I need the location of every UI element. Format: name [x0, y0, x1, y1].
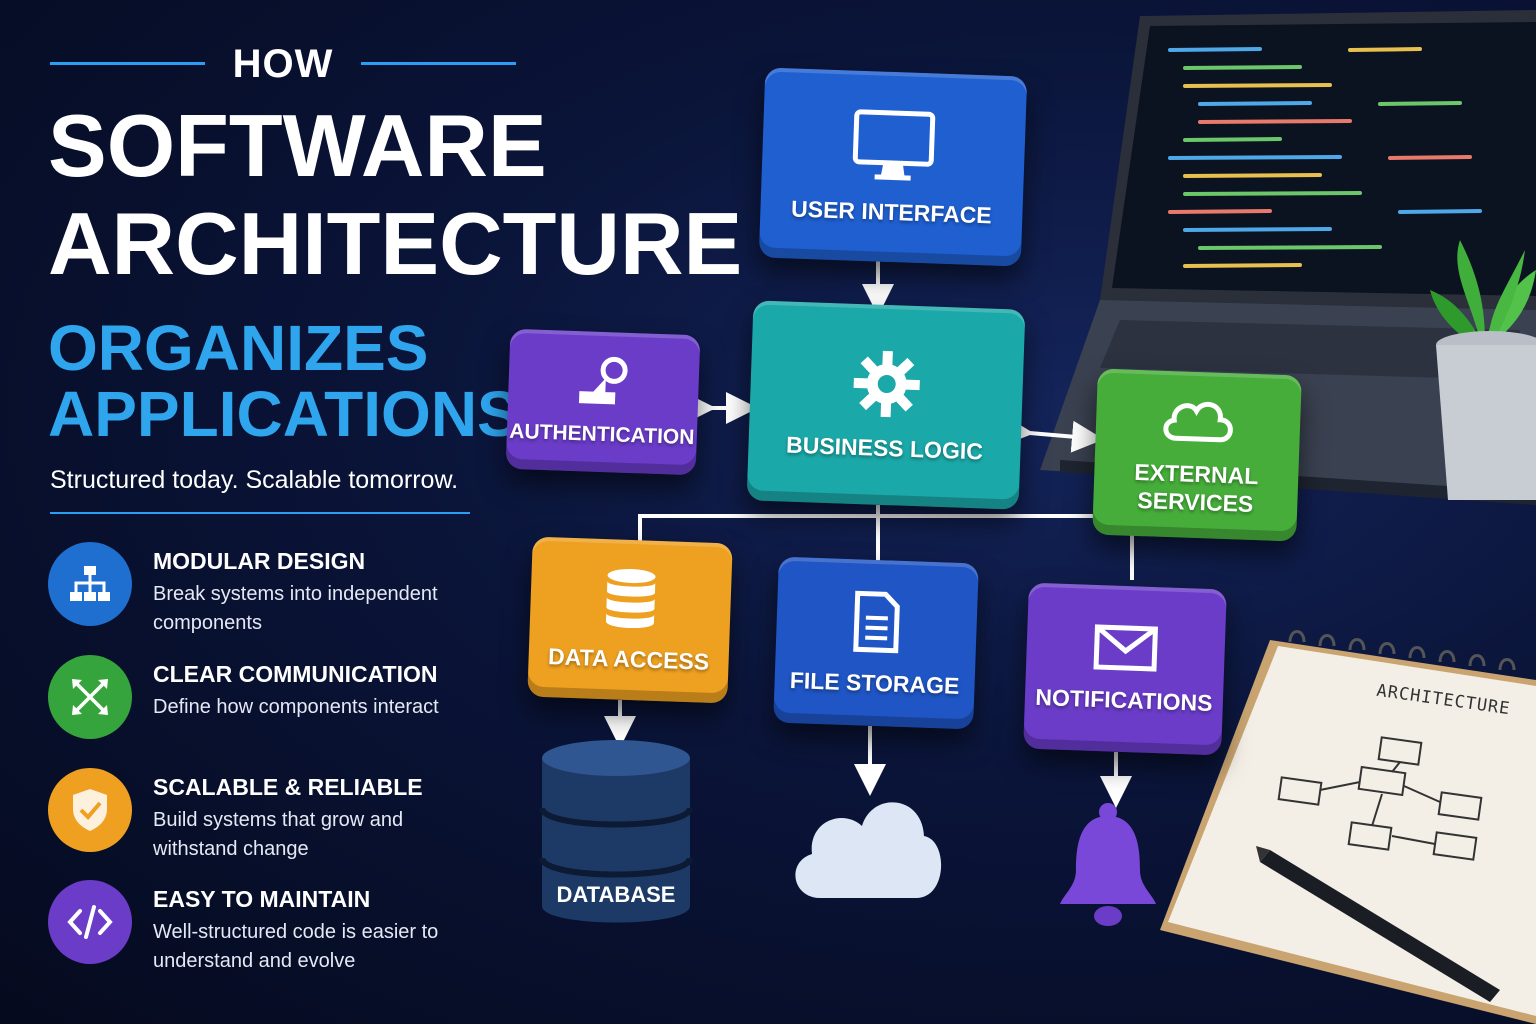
authentication-label: AUTHENTICATION [508, 419, 695, 449]
authentication-box: AUTHENTICATION [505, 328, 701, 476]
gear-icon [850, 347, 923, 424]
feature-scalable-reliable: SCALABLE & RELIABLE Build systems that g… [48, 768, 478, 868]
title-line-2: ARCHITECTURE [48, 194, 743, 293]
hierarchy-icon [48, 542, 132, 626]
monitor-icon [850, 107, 937, 189]
feature-clear-communication: CLEAR COMMUNICATION Define how component… [48, 655, 478, 755]
arrows-cross-icon [48, 655, 132, 739]
external-services-label-2: SERVICES [1137, 486, 1254, 517]
external-services-box: EXTERNAL SERVICES [1092, 368, 1302, 542]
how-heading-row: HOW [50, 42, 516, 86]
plant-illustration [1430, 240, 1536, 500]
user-interface-label: USER INTERFACE [790, 194, 993, 228]
notebook-illustration [1160, 630, 1536, 1024]
document-icon [851, 589, 901, 660]
feature-description: Build systems that grow and withstand ch… [153, 809, 404, 860]
feature-description: Define how components interact [153, 696, 439, 718]
database-icon [604, 567, 658, 636]
user-key-icon [575, 355, 633, 412]
business-logic-label: BUSINESS LOGIC [785, 431, 984, 464]
storage-cloud-icon [795, 802, 942, 898]
file-storage-box: FILE STORAGE [773, 556, 979, 730]
title-line-1: SOFTWARE [48, 96, 547, 195]
data-access-label: DATA ACCESS [547, 642, 710, 675]
feature-title: CLEAR COMMUNICATION [153, 661, 438, 687]
file-storage-label: FILE STORAGE [789, 666, 960, 699]
database-label: DATABASE [556, 882, 676, 907]
database-cylinder [539, 740, 693, 923]
notifications-box: NOTIFICATIONS [1023, 582, 1227, 756]
feature-description: Well-structured code is easier to unders… [153, 921, 439, 972]
subtitle-line-1: ORGANIZES [48, 312, 429, 384]
code-icon [48, 880, 132, 964]
feature-title: SCALABLE & RELIABLE [153, 774, 423, 800]
how-divider-left [50, 62, 205, 65]
laptop-illustration [1040, 10, 1536, 505]
how-text: HOW [232, 42, 334, 86]
how-divider-right [361, 62, 516, 65]
feature-easy-to-maintain: EASY TO MAINTAIN Well-structured code is… [48, 880, 478, 980]
tagline: Structured today. Scalable tomorrow. [50, 466, 459, 494]
feature-title: MODULAR DESIGN [153, 548, 366, 574]
feature-title: EASY TO MAINTAIN [153, 886, 371, 912]
subtitle-line-2: APPLICATIONS [48, 378, 520, 450]
user-interface-box: USER INTERFACE [758, 67, 1028, 267]
data-access-box: DATA ACCESS [527, 536, 733, 704]
business-logic-box: BUSINESS LOGIC [746, 300, 1026, 510]
external-services-label-1: EXTERNAL [1133, 458, 1259, 489]
envelope-icon [1093, 623, 1159, 676]
notifications-label: NOTIFICATIONS [1034, 683, 1213, 716]
cloud-icon [1159, 393, 1237, 451]
feature-modular-design: MODULAR DESIGN Break systems into indepe… [48, 542, 478, 642]
section-divider [50, 512, 470, 514]
bell-icon [1060, 803, 1156, 926]
arrow-logic-external [1000, 414, 1104, 453]
shield-check-icon [48, 768, 132, 852]
feature-description: Break systems into independent component… [153, 583, 438, 634]
